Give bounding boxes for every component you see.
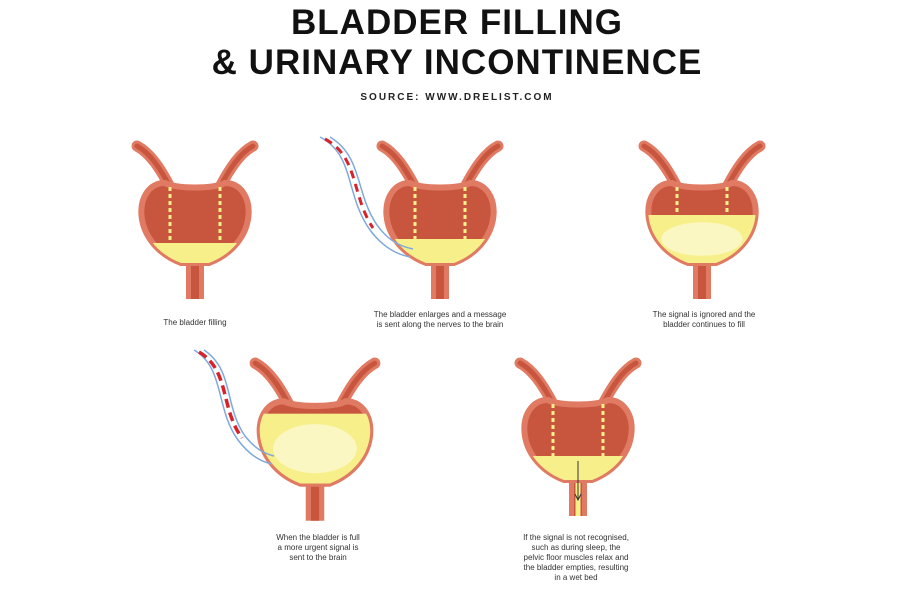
caption-stage-2: The bladder enlarges and a message is se…: [330, 310, 550, 330]
stage-bladder-enlarges: [370, 138, 510, 308]
caption-line: The bladder enlarges and a message: [373, 310, 507, 319]
title-line-1: BLADDER FILLING: [291, 3, 623, 42]
source-credit: SOURCE: WWW.DRELIST.COM: [360, 92, 554, 103]
caption-line: sent to the brain: [289, 553, 347, 562]
nerve-signal-4: [193, 349, 275, 465]
caption-line: the bladder empties, resulting: [523, 563, 629, 572]
urethra-inner: [310, 479, 320, 521]
caption-line: If the signal is not recognised,: [523, 533, 629, 542]
caption-stage-5: If the signal is not recognised, such as…: [466, 533, 686, 583]
caption-line: a more urgent signal is: [277, 543, 359, 552]
caption-stage-3: The signal is ignored and the bladder co…: [594, 310, 814, 330]
caption-line: The signal is ignored and the: [652, 310, 756, 319]
urethra-inner: [191, 259, 199, 299]
stage-bladder-full: [240, 355, 390, 530]
outflow-arrow-head: [574, 493, 582, 502]
caption-line: bladder continues to fill: [663, 320, 745, 329]
title-line-2: & URINARY INCONTINENCE: [211, 43, 703, 82]
stage-signal-ignored: [632, 138, 772, 308]
bladder-illustration-1: [131, 140, 259, 299]
caption-stage-4: When the bladder is full a more urgent s…: [208, 533, 428, 563]
caption-stage-1: The bladder filling: [85, 318, 305, 328]
caption-line: such as during sleep, the: [531, 543, 621, 552]
caption-line: When the bladder is full: [276, 533, 360, 542]
caption-line: in a wet bed: [554, 573, 598, 582]
urine-highlight: [273, 424, 357, 474]
stage-bladder-filling: [125, 138, 265, 308]
caption-line: pelvic floor muscles relax and: [523, 553, 629, 562]
bladder-illustration-2: [376, 140, 504, 299]
caption-line: The bladder filling: [163, 318, 227, 327]
nerve-signal-2: [319, 136, 414, 258]
urethra-inner: [436, 259, 444, 299]
caption-line: is sent along the nerves to the brain: [376, 320, 504, 329]
urethra-inner: [698, 259, 706, 299]
urine-highlight: [661, 222, 743, 256]
bladder-illustration-5: [514, 357, 642, 516]
stage-bladder-empties: [508, 355, 648, 525]
bladder-illustration-4: [249, 357, 381, 521]
bladder-illustration-3: [638, 140, 766, 299]
